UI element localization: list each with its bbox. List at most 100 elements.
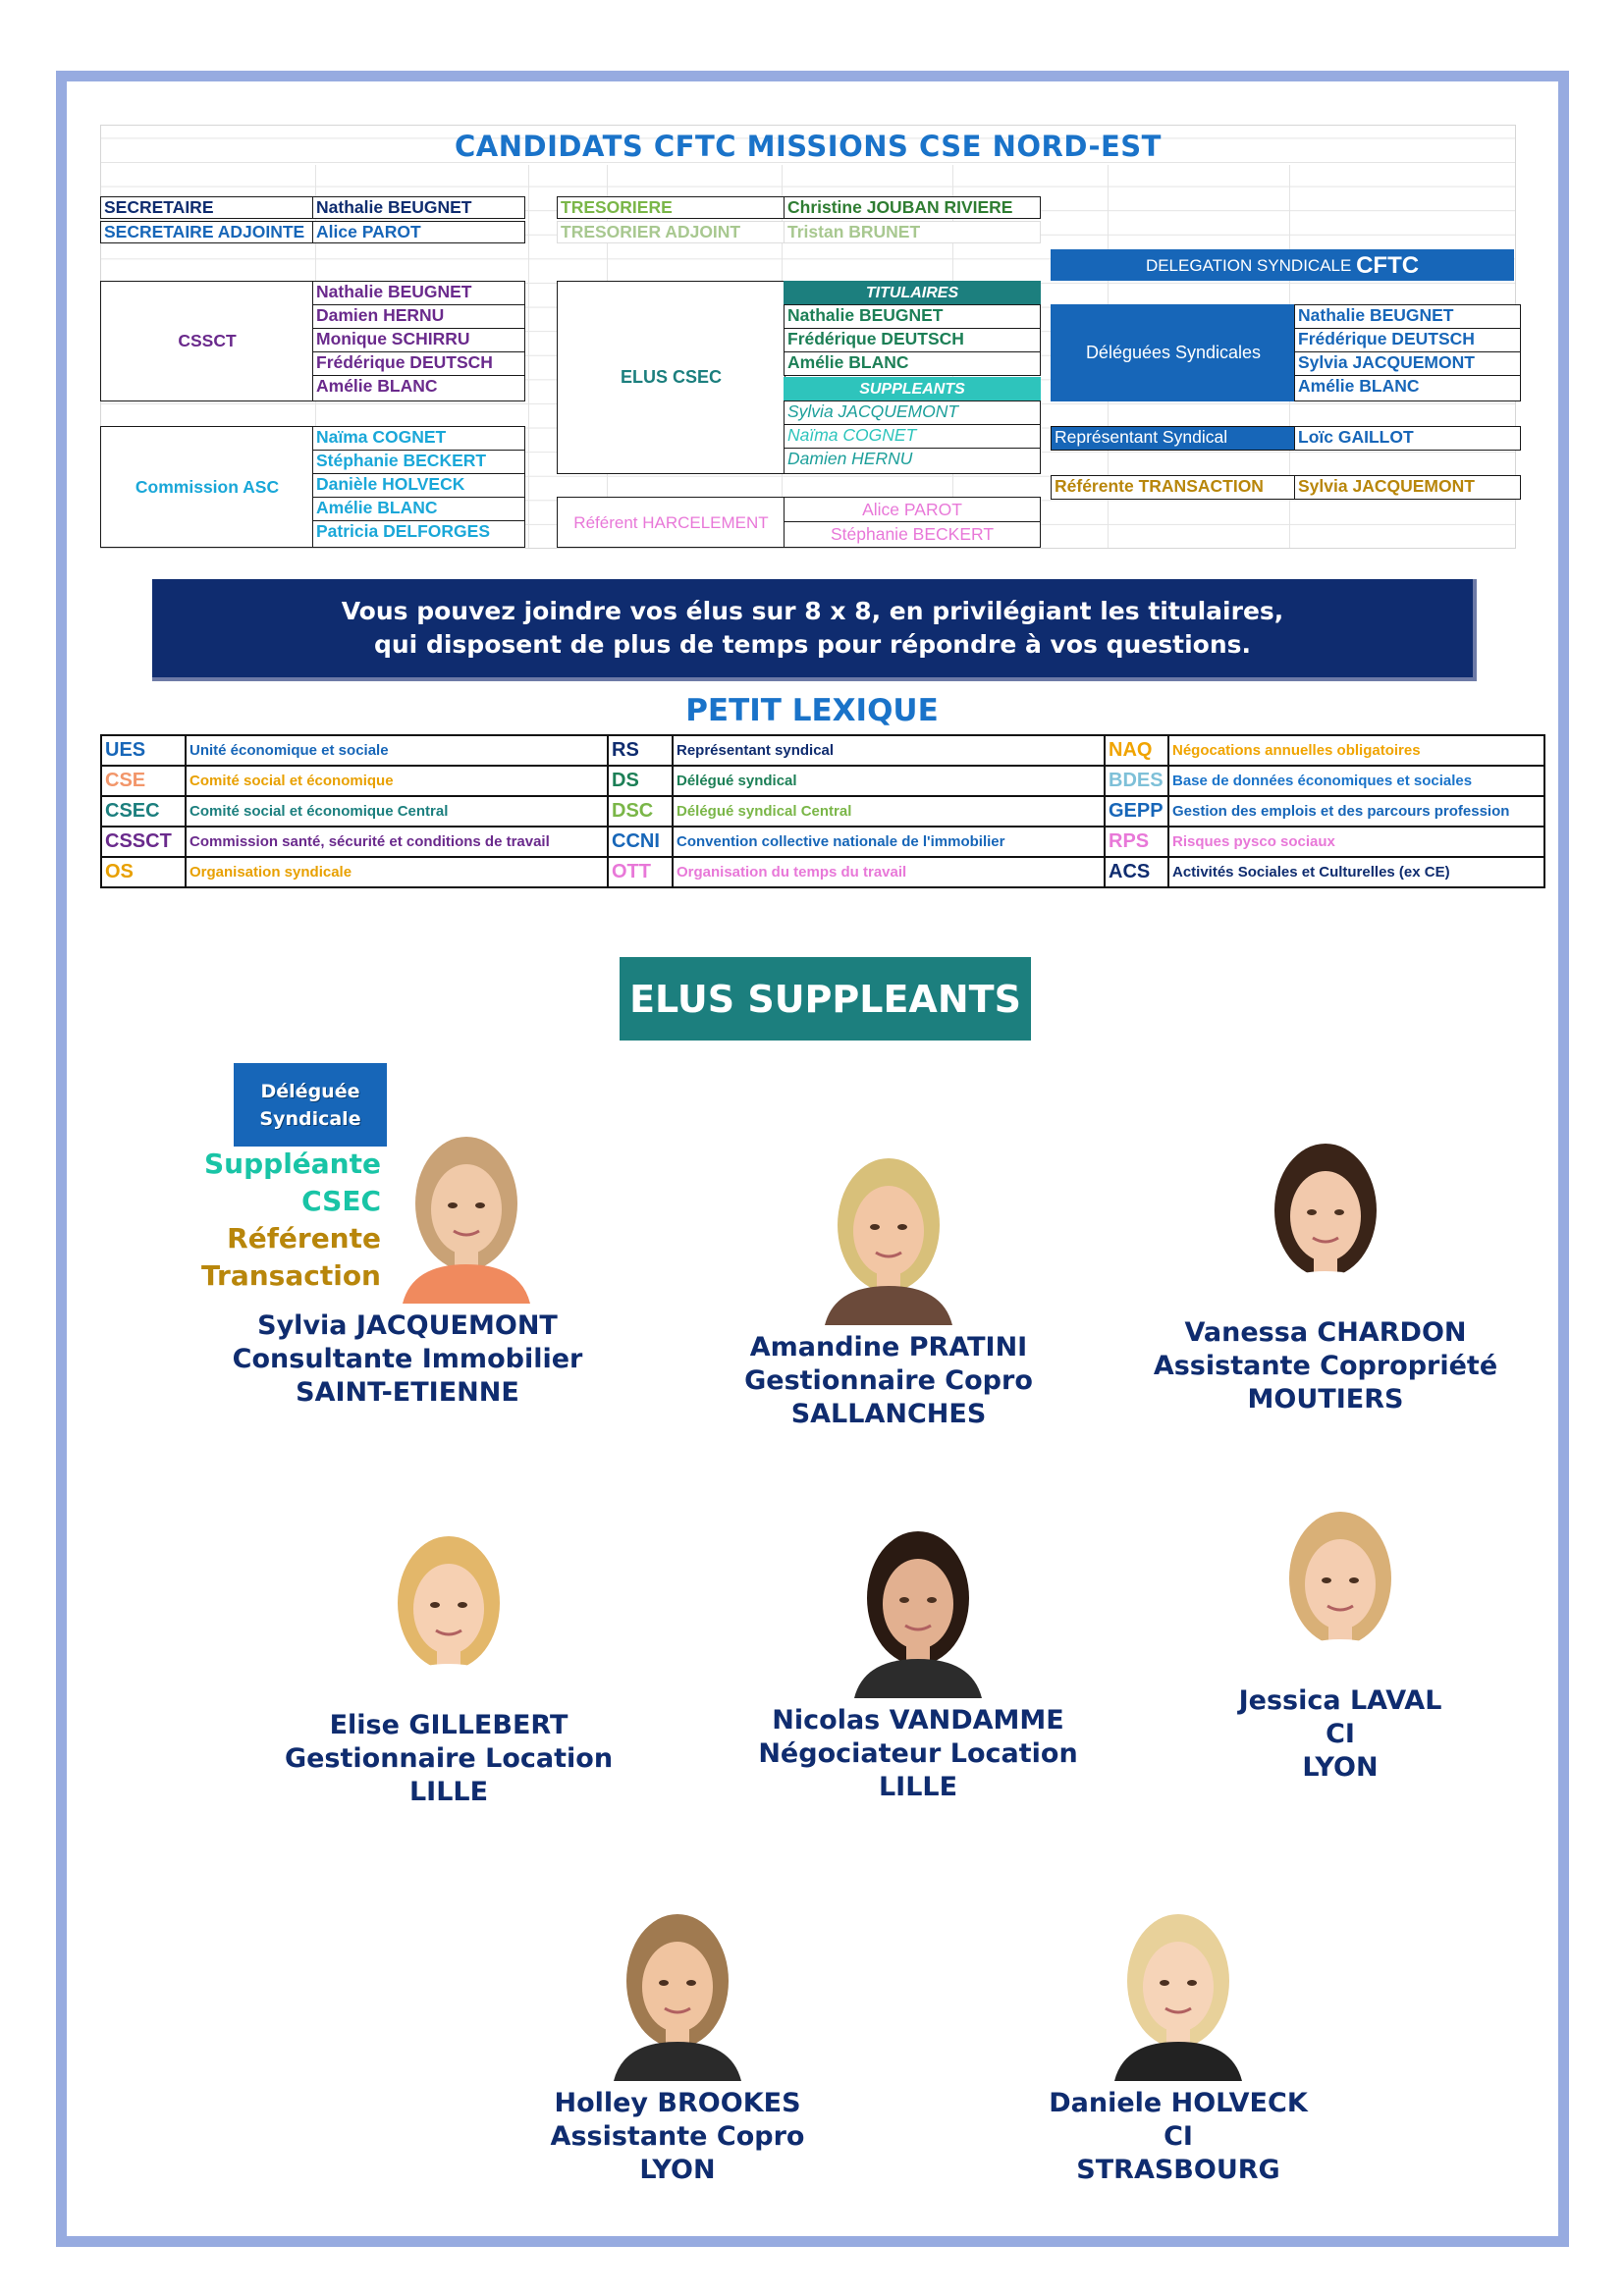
lexicon-definition: Représentant syndical — [672, 734, 1106, 767]
elu-card: Amandine PRATINI Gestionnaire Copro SALL… — [673, 1148, 1105, 1431]
lexicon-abbreviation: ACS — [1104, 856, 1169, 888]
elu-name: Nicolas VANDAMME — [772, 1705, 1064, 1735]
asc-member: Patricia DELFORGES — [312, 520, 525, 548]
portrait-photo — [815, 1148, 962, 1325]
lexicon-definition: Base de données économiques et sociales — [1167, 765, 1545, 797]
lexicon-definition: Comité social et économique — [185, 765, 609, 797]
lexicon-abbreviation: NAQ — [1104, 734, 1169, 767]
lexicon-abbreviation: UES — [100, 734, 187, 767]
lexicon-definition: Organisation du temps du travail — [672, 856, 1106, 888]
elus-suppleants-title: ELUS SUPPLEANTS — [620, 957, 1031, 1041]
lexicon-abbreviation: DSC — [607, 795, 674, 828]
cssct-member: Nathalie BEUGNET — [312, 281, 525, 305]
portrait-photo — [1252, 1134, 1399, 1310]
portrait-photo — [1105, 1904, 1252, 2081]
elu-city: SALLANCHES — [790, 1399, 987, 1429]
role-line: Référente — [227, 1222, 381, 1255]
elu-name: Sylvia JACQUEMONT — [257, 1310, 558, 1341]
lexicon-abbreviation: CSE — [100, 765, 187, 797]
elu-card: Jessica LAVAL CI LYON — [1124, 1502, 1556, 1785]
lexicon-abbreviation: CCNI — [607, 826, 674, 858]
asc-member: Amélie BLANC — [312, 497, 525, 521]
lexicon-definition: Risques pysco sociaux — [1167, 826, 1545, 858]
elu-job: Gestionnaire Copro — [744, 1365, 1033, 1396]
elu-city: SAINT-ETIENNE — [296, 1377, 519, 1408]
titulaire-item: Frédérique DEUTSCH — [784, 328, 1041, 352]
titulaire-item: Amélie BLANC — [784, 351, 1041, 376]
lexicon-abbreviation: OS — [100, 856, 187, 888]
commission-asc-label: Commission ASC — [100, 426, 314, 548]
secretaire-name: Nathalie BEUGNET — [312, 196, 525, 219]
suppleant-item: Damien HERNU — [784, 448, 1041, 474]
referent-harcelement-label: Référent HARCELEMENT — [557, 497, 785, 548]
titulaire-item: Nathalie BEUGNET — [784, 304, 1041, 329]
elus-csec-label: ELUS CSEC — [557, 281, 785, 474]
elu-name: Elise GILLEBERT — [329, 1710, 568, 1740]
portrait-photo — [1267, 1502, 1414, 1679]
lexicon-abbreviation: BDES — [1104, 765, 1169, 797]
elu-name: Vanessa CHARDON — [1184, 1317, 1467, 1348]
lexicon-abbreviation: CSSCT — [100, 826, 187, 858]
ds-member: Nathalie BEUGNET — [1294, 304, 1521, 329]
elu-name: Amandine PRATINI — [749, 1332, 1028, 1362]
suppleant-item: Sylvia JACQUEMONT — [784, 400, 1041, 425]
elu-job: Assistante Copropriété — [1153, 1351, 1498, 1381]
portrait-photo — [604, 1904, 751, 2081]
referente-transaction-label: Référente TRANSACTION — [1051, 475, 1296, 500]
asc-member: Naïma COGNET — [312, 426, 525, 451]
elu-job: CI — [1326, 1719, 1355, 1749]
elu-card: Vanessa CHARDON Assistante Copropriété M… — [1110, 1134, 1542, 1416]
harcelement-item: Stéphanie BECKERT — [784, 521, 1041, 548]
secretaire-adjointe-name: Alice PAROT — [312, 221, 525, 243]
tresorier-adjoint-name: Tristan BRUNET — [784, 221, 1041, 243]
lexicon-abbreviation: GEPP — [1104, 795, 1169, 828]
badge-line: Syndicale — [259, 1107, 361, 1130]
page-frame — [56, 71, 1569, 2247]
secretaire-adjointe-label: SECRETAIRE ADJOINTE — [100, 221, 314, 243]
elu-card: Holley BROOKES Assistante Copro LYON — [461, 1904, 893, 2187]
lexicon-abbreviation: RPS — [1104, 826, 1169, 858]
cssct-member: Amélie BLANC — [312, 375, 525, 401]
lexicon-title: PETIT LEXIQUE — [685, 693, 939, 728]
ds-member: Sylvia JACQUEMONT — [1294, 351, 1521, 376]
harcelement-item: Alice PAROT — [784, 497, 1041, 522]
tresoriere-label: TRESORIERE — [557, 196, 785, 219]
lexicon-definition: Convention collective nationale de l'imm… — [672, 826, 1106, 858]
suppleants-header: SUPPLEANTS — [784, 377, 1041, 400]
asc-member: Stéphanie BECKERT — [312, 450, 525, 474]
lexicon-definition: Organisation syndicale — [185, 856, 609, 888]
portrait-photo — [375, 1526, 522, 1703]
elu-job: CI — [1164, 2121, 1193, 2152]
lexicon-definition: Unité économique et sociale — [185, 734, 609, 767]
deleguee-syndicale-badge: Déléguée Syndicale — [234, 1063, 387, 1147]
lexicon-definition: Commission santé, sécurité et conditions… — [185, 826, 609, 858]
portrait-photo — [393, 1127, 540, 1304]
elu-job: Assistante Copro — [550, 2121, 805, 2152]
elu-city: LILLE — [408, 1777, 489, 1807]
elu-card: Sylvia JACQUEMONT Consultante Immobilier… — [191, 1127, 623, 1410]
lexicon-abbreviation: CSEC — [100, 795, 187, 828]
elu-city: LYON — [639, 2155, 716, 2185]
lexicon-definition: Comité social et économique Central — [185, 795, 609, 828]
sheet-title: CANDIDATS CFTC MISSIONS CSE NORD-EST — [455, 130, 1162, 163]
elu-city: LYON — [1302, 1752, 1379, 1783]
lexicon-abbreviation: DS — [607, 765, 674, 797]
lexicon-definition: Négocations annuelles obligatoires — [1167, 734, 1545, 767]
elu-card: Nicolas VANDAMME Négociateur Location LI… — [702, 1522, 1134, 1804]
lexicon-definition: Délégué syndical — [672, 765, 1106, 797]
elu-city: LILLE — [878, 1772, 958, 1802]
separator — [557, 473, 1041, 498]
role-line: CSEC — [301, 1185, 381, 1217]
cssct-member: Damien HERNU — [312, 304, 525, 329]
elu-card: Daniele HOLVECK CI STRASBOURG — [962, 1904, 1394, 2187]
portrait-photo — [844, 1522, 992, 1698]
lexicon-definition: Activités Sociales et Culturelles (ex CE… — [1167, 856, 1545, 888]
contact-banner: Vous pouvez joindre vos élus sur 8 x 8, … — [152, 579, 1477, 681]
tresorier-adjoint-label: TRESORIER ADJOINT — [557, 221, 785, 243]
representant-syndical-label: Représentant Syndical — [1051, 426, 1296, 451]
